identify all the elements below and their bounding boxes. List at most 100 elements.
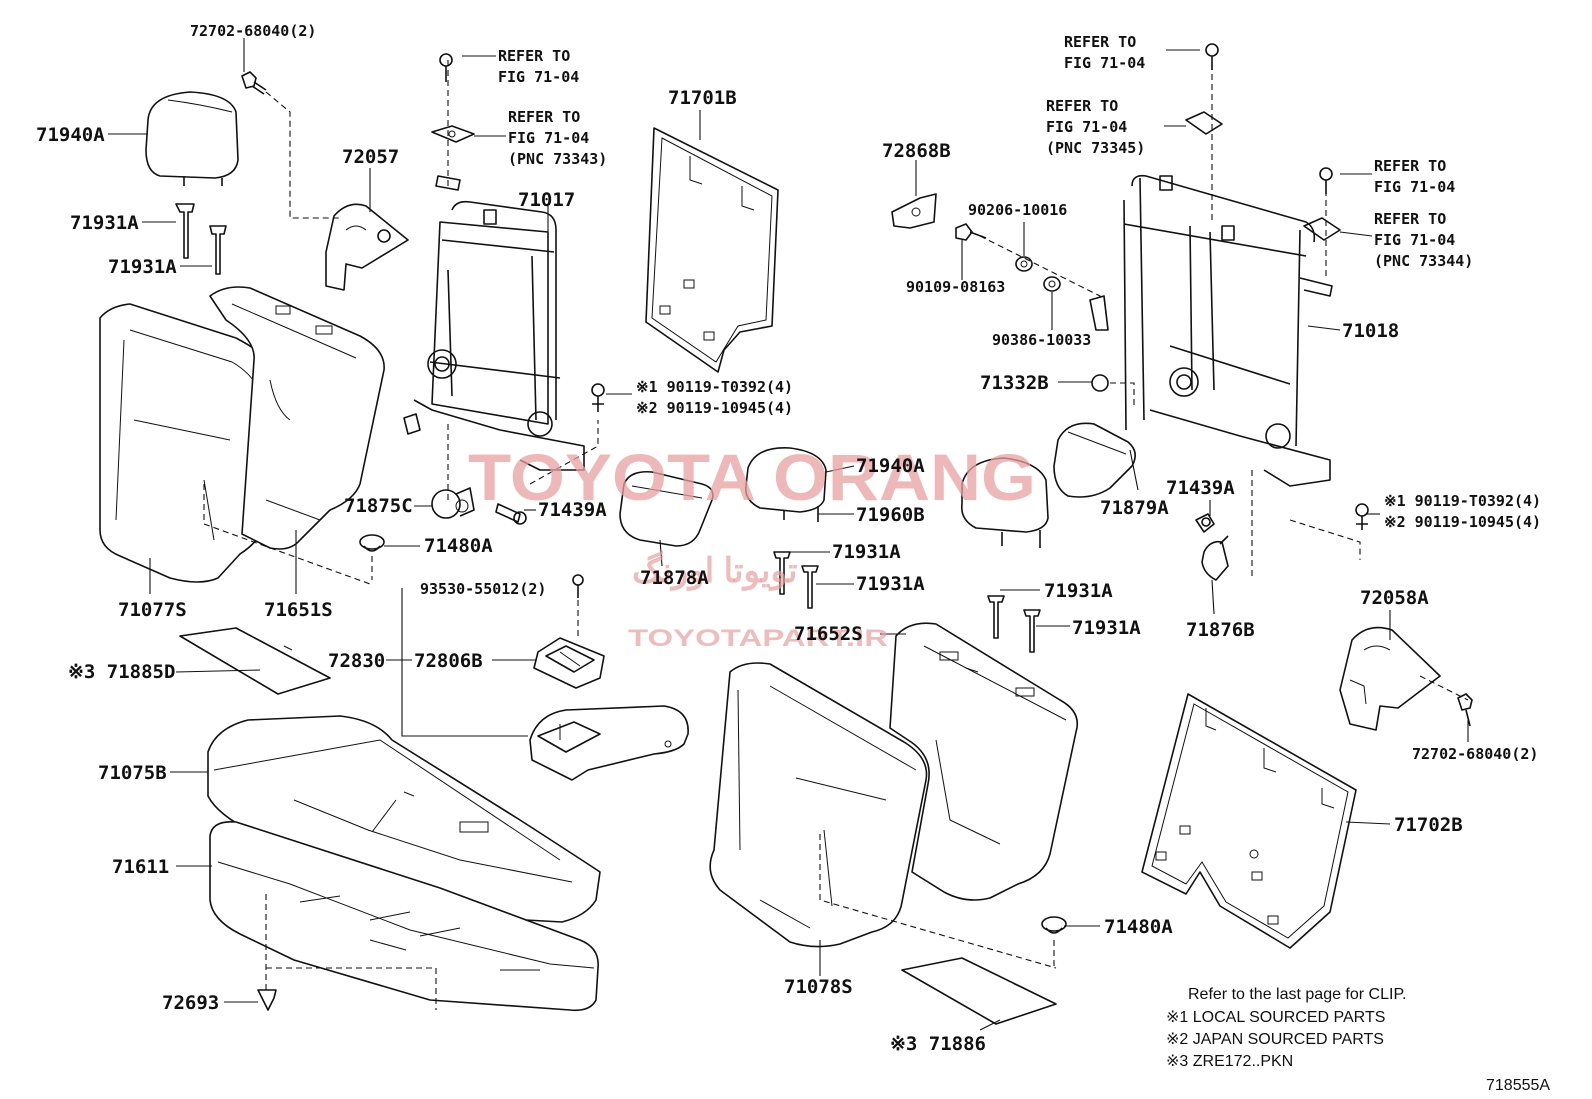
refer-note-1b: FIG 71-04 xyxy=(498,68,579,86)
label-72057: 72057 xyxy=(342,146,399,168)
refer-note-5b: FIG 71-04 xyxy=(1374,178,1455,196)
label-93530-55012: 93530-55012(2) xyxy=(420,580,546,598)
watermark-site: TOYOTAPART.IR xyxy=(628,625,888,652)
bolt-refer-mid-right-icon xyxy=(1319,167,1333,194)
clip-72693-icon xyxy=(257,989,277,1011)
label-71611: 71611 xyxy=(112,856,169,878)
bolt-90119-right-icon xyxy=(1355,503,1369,530)
headrest-support-right-icon xyxy=(987,595,1041,653)
clip-71439A-right-icon xyxy=(1195,513,1215,533)
refer-note-4b: FIG 71-04 xyxy=(1046,118,1127,136)
seatback-board-71701B-icon xyxy=(645,127,779,373)
label-71875C: 71875C xyxy=(344,495,413,517)
refer-note-6c: (PNC 73344) xyxy=(1374,252,1473,270)
cap-71332B-icon xyxy=(1091,374,1109,392)
bolt-refer-top-left-icon xyxy=(439,53,453,82)
label-71702B: 71702B xyxy=(1394,814,1463,836)
label-71940A-left: 71940A xyxy=(36,124,105,146)
label-72058A: 72058A xyxy=(1360,587,1429,609)
refer-note-6a: REFER TO xyxy=(1374,210,1446,228)
label-71701B: 71701B xyxy=(668,87,737,109)
legend: Refer to the last page for CLIP. ※1 LOCA… xyxy=(1166,986,1550,1094)
label-71879A: 71879A xyxy=(1100,497,1169,519)
refer-note-6b: FIG 71-04 xyxy=(1374,231,1455,249)
label-72830: 72830 xyxy=(328,650,385,672)
label-71439A-left: 71439A xyxy=(538,499,607,521)
knob-71876B-icon xyxy=(1201,535,1229,581)
label-90119-T0392-left: ※1 90119-T0392(4) xyxy=(636,378,793,396)
bolt-90109-icon xyxy=(955,223,987,241)
label-72702-68040-top: 72702-68040(2) xyxy=(190,22,316,40)
part-labels: 72702-68040(2) 71940A 71931A 71931A 7205… xyxy=(36,22,1541,1055)
label-71075B: 71075B xyxy=(98,762,167,784)
cap-71480A-right-icon xyxy=(1041,916,1067,934)
refer-note-5a: REFER TO xyxy=(1374,157,1446,175)
knob-71875C-icon xyxy=(431,487,475,519)
label-71480A-right: 71480A xyxy=(1104,916,1173,938)
label-71651S: 71651S xyxy=(264,599,333,621)
bolt-refer-top-right-icon xyxy=(1205,43,1219,70)
label-71018: 71018 xyxy=(1342,320,1399,342)
watermark-persian: تویوتا اورنگ xyxy=(632,550,798,591)
bracket-72057-icon xyxy=(325,203,409,291)
label-71931A-2: 71931A xyxy=(108,256,177,278)
clip-73344-icon xyxy=(1303,217,1341,241)
plate-71886-icon xyxy=(901,957,1057,1025)
label-90119-10945-left: ※2 90119-10945(4) xyxy=(636,399,793,417)
label-71960B: 71960B xyxy=(856,504,925,526)
seat-cushion-pad-71611-icon xyxy=(209,820,599,1012)
cap-71480A-left-icon xyxy=(359,534,385,552)
label-71876B: 71876B xyxy=(1186,619,1255,641)
seatback-frame-71018-icon xyxy=(1089,174,1333,487)
clip-73345-icon xyxy=(1185,111,1223,135)
label-71017: 71017 xyxy=(518,189,575,211)
refer-note-1a: REFER TO xyxy=(498,47,570,65)
label-72702-68040-right: 72702-68040(2) xyxy=(1412,745,1538,763)
label-71652S: 71652S xyxy=(794,623,863,645)
part-drawings xyxy=(99,43,1473,1025)
headrest-right-icon xyxy=(960,457,1049,548)
seat-back-71651S-icon xyxy=(209,286,385,550)
label-71940A-mid: 71940A xyxy=(856,455,925,477)
refer-note-2a: REFER TO xyxy=(508,108,580,126)
cupholder-72806B-icon xyxy=(533,637,605,689)
refer-note-2b: FIG 71-04 xyxy=(508,129,589,147)
label-71480A-left: 71480A xyxy=(424,535,493,557)
clip-73343-icon xyxy=(431,125,475,143)
refer-note-3b: FIG 71-04 xyxy=(1064,54,1145,72)
label-71931A-6: 71931A xyxy=(1072,617,1141,639)
label-72806B: 72806B xyxy=(414,650,483,672)
bolt-72702-left-icon xyxy=(241,71,267,95)
legend-note-2: ※2 JAPAN SOURCED PARTS xyxy=(1166,1031,1384,1048)
bracket-72868B-icon xyxy=(891,193,937,229)
label-71931A-1: 71931A xyxy=(70,212,139,234)
bolt-72702-right-icon xyxy=(1457,693,1473,727)
label-90119-T0392-right: ※1 90119-T0392(4) xyxy=(1384,492,1541,510)
nut-90206-icon xyxy=(1015,256,1033,272)
washer-90386-icon xyxy=(1043,276,1061,292)
label-90386-10033: 90386-10033 xyxy=(992,331,1091,349)
seatback-board-71702B-icon xyxy=(1141,693,1357,949)
label-71332B: 71332B xyxy=(980,372,1049,394)
figure-id: 718555A xyxy=(1486,1077,1550,1094)
seat-back-71652S-icon xyxy=(889,622,1079,901)
label-72693: 72693 xyxy=(162,992,219,1014)
screw-93530-icon xyxy=(572,574,584,598)
clip-71439A-left-icon xyxy=(495,503,527,525)
seat-back-71078S-icon xyxy=(709,662,928,948)
label-90206-10016: 90206-10016 xyxy=(968,201,1067,219)
plate-71885D-icon xyxy=(179,627,331,695)
bracket-72058A-icon xyxy=(1339,626,1441,731)
bolt-90119-left-icon xyxy=(591,383,605,412)
refer-note-4a: REFER TO xyxy=(1046,97,1118,115)
legend-note-3: ※3 ZRE172..PKN xyxy=(1166,1053,1293,1070)
label-71931A-5: 71931A xyxy=(1044,580,1113,602)
refer-note-3a: REFER TO xyxy=(1064,33,1136,51)
label-71886: ※3 71886 xyxy=(890,1033,986,1055)
refer-note-4c: (PNC 73345) xyxy=(1046,139,1145,157)
headrest-left-icon xyxy=(145,91,239,186)
label-71931A-4: 71931A xyxy=(856,573,925,595)
headrest-support-icon xyxy=(175,203,227,275)
label-71878A: 71878A xyxy=(640,567,709,589)
